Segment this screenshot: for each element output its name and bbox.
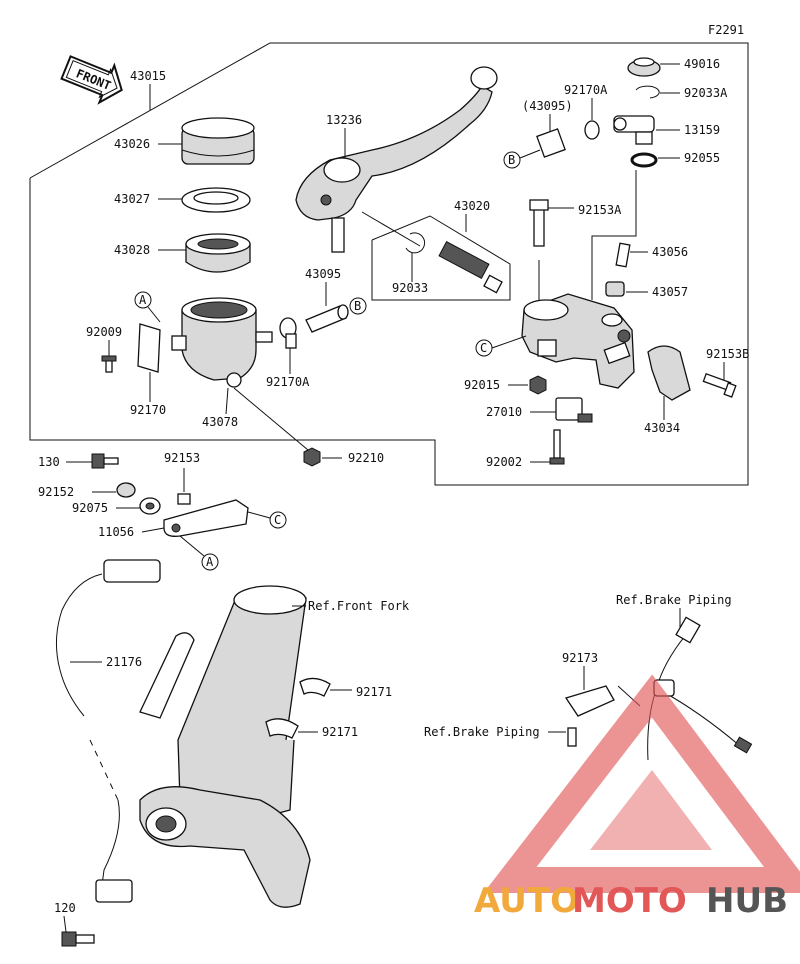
label-92170a-left: 92170A — [266, 375, 310, 389]
grommet-92075 — [139, 497, 161, 515]
hose-ref-right — [536, 128, 566, 158]
label-92002: 92002 — [486, 455, 522, 469]
bolt-130 — [91, 453, 119, 469]
label-92033a: 92033A — [684, 86, 728, 100]
watermark-logo — [483, 674, 800, 893]
reservoir-body — [171, 297, 273, 388]
label-92055: 92055 — [684, 151, 720, 165]
reservoir-cap — [181, 117, 255, 165]
hose-clamp-right — [584, 120, 600, 140]
label-43015: 43015 — [130, 69, 166, 83]
label-43057: 43057 — [652, 285, 688, 299]
piston-kit — [438, 240, 503, 294]
label-43095: 43095 — [305, 267, 341, 281]
callout-b-left: B — [354, 299, 361, 313]
watermark-text-hub: HUB — [706, 881, 788, 921]
fitting-13159 — [613, 115, 655, 145]
label-13159: 13159 — [684, 123, 720, 137]
label-43027: 43027 — [114, 192, 150, 206]
speed-sensor-21176 — [56, 559, 161, 903]
watermark-text-auto: AUTO — [474, 881, 579, 921]
collar-92152 — [116, 482, 136, 498]
bleeder-43056 — [615, 242, 631, 268]
label-92153a: 92153A — [578, 203, 622, 217]
screw-92153 — [177, 493, 191, 505]
callout-c-lower: C — [274, 513, 281, 527]
reservoir-hose — [305, 304, 349, 333]
label-ref-front-fork: Ref.Front Fork — [308, 599, 410, 613]
bracket-11056 — [163, 499, 249, 537]
watermark-text-moto: MOTO — [572, 881, 687, 921]
bolt-92153b — [702, 372, 737, 398]
label-43028: 43028 — [114, 243, 150, 257]
label-92170a-right: 92170A — [564, 83, 608, 97]
bleeder-cap-43057 — [605, 281, 625, 297]
callout-b-right: B — [508, 153, 515, 167]
clamp-holder-43034 — [647, 345, 691, 401]
label-92015: 92015 — [464, 378, 500, 392]
callout-a-lower: A — [206, 555, 214, 569]
label-92171-lower: 92171 — [322, 725, 358, 739]
label-92075: 92075 — [72, 501, 108, 515]
brake-lever — [295, 66, 498, 253]
label-11056: 11056 — [98, 525, 134, 539]
figure-code: F2291 — [708, 23, 744, 37]
label-43056: 43056 — [652, 245, 688, 259]
label-ref-brake-piping-top: Ref.Brake Piping — [616, 593, 732, 607]
diaphragm-plate — [181, 187, 251, 213]
label-43026: 43026 — [114, 137, 150, 151]
cap-49016 — [627, 57, 661, 77]
diaphragm — [185, 233, 251, 273]
circlip-92033a — [635, 85, 660, 99]
label-92033: 92033 — [392, 281, 428, 295]
label-21176: 21176 — [106, 655, 142, 669]
o-ring-92055 — [630, 152, 658, 168]
label-43020: 43020 — [454, 199, 490, 213]
bolt-120 — [61, 931, 95, 947]
reservoir-bracket — [137, 323, 161, 373]
assembly-frame — [29, 42, 749, 486]
nut-92210 — [303, 447, 321, 467]
label-ref-brake-piping-bottom: Ref.Brake Piping — [424, 725, 540, 739]
front-arrow-icon: FRONT — [60, 55, 123, 105]
label-130: 130 — [38, 455, 60, 469]
label-92152: 92152 — [38, 485, 74, 499]
clamp-92173 — [564, 685, 615, 747]
kit-frame — [371, 215, 511, 301]
brake-switch-27010 — [555, 397, 593, 423]
label-27010: 27010 — [486, 405, 522, 419]
clip-92171-lower — [265, 718, 299, 739]
callout-a-top: A — [139, 293, 147, 307]
label-13236: 13236 — [326, 113, 362, 127]
label-92173: 92173 — [562, 651, 598, 665]
label-92171-upper: 92171 — [356, 685, 392, 699]
front-fork — [139, 585, 311, 908]
callout-c-right: C — [480, 341, 487, 355]
clip-92171-upper — [299, 677, 331, 697]
label-49016: 49016 — [684, 57, 720, 71]
screw-92009 — [101, 355, 117, 373]
label-92170: 92170 — [130, 403, 166, 417]
bolt-92153a — [529, 199, 549, 247]
screw-92002 — [549, 429, 565, 465]
hose-clamp-left — [279, 317, 297, 349]
label-120: 120 — [54, 901, 76, 915]
label-92009: 92009 — [86, 325, 122, 339]
label-92210: 92210 — [348, 451, 384, 465]
label-43034: 43034 — [644, 421, 680, 435]
label-92153: 92153 — [164, 451, 200, 465]
label-92153b: 92153B — [706, 347, 749, 361]
nut-92015 — [529, 375, 547, 395]
master-cylinder-body — [521, 293, 635, 389]
circlip-92033 — [405, 232, 426, 254]
label-43078: 43078 — [202, 415, 238, 429]
label-43095-ref: (43095) — [522, 99, 573, 113]
